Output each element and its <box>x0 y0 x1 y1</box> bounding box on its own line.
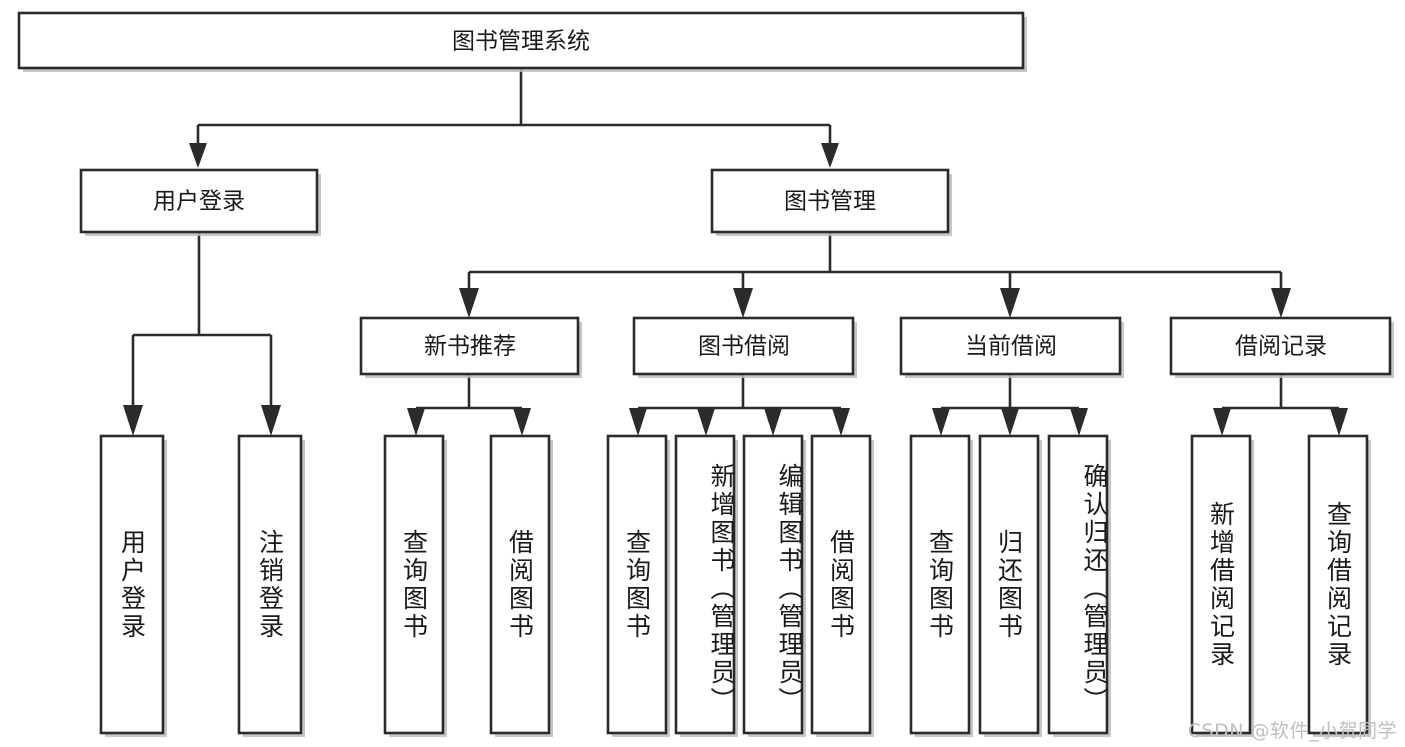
leaf-edit-book-box <box>742 434 804 735</box>
leaf-logout-login-box <box>237 434 303 735</box>
edge-layer <box>123 68 1348 436</box>
node-current-borrow[interactable]: 当前借阅 <box>899 316 1124 378</box>
book-management-label: 图书管理 <box>784 189 876 215</box>
arrow-bm-new-book-recommend <box>459 288 479 318</box>
leaf-user-login-box <box>99 434 165 735</box>
node-book-borrow[interactable]: 图书借阅 <box>632 316 857 378</box>
leaf-node-query-book-3[interactable] <box>909 434 973 737</box>
arrow-bm-borrow-record <box>1271 288 1291 318</box>
leaf-query-book-2-box <box>606 434 668 735</box>
borrow-record-box <box>1169 316 1392 376</box>
arrow-bm-book-borrow <box>733 288 753 318</box>
root-box <box>17 11 1025 70</box>
root-label: 图书管理系统 <box>452 29 590 55</box>
user-login-box <box>79 168 319 234</box>
arrow-nbr-leaf-1 <box>407 408 425 436</box>
leaf-node-borrow-book-2[interactable] <box>810 434 874 737</box>
leaf-node-query-record[interactable] <box>1307 434 1371 737</box>
arrow-bb-leaf-4 <box>832 408 850 436</box>
arrow-bm-current-borrow <box>1000 288 1020 318</box>
user-login-label: 用户登录 <box>153 189 245 215</box>
book-borrow-box <box>632 316 855 376</box>
arrow-user-login-leaf-1 <box>123 405 143 436</box>
node-layer: 图书管理系统 用户登录 图书管理 新书推荐 <box>17 11 1394 737</box>
arrow-br-leaf-1 <box>1213 408 1231 436</box>
new-book-recommend-box <box>359 316 580 376</box>
leaf-node-edit-book[interactable] <box>742 434 806 737</box>
leaf-node-query-book-1[interactable] <box>383 434 447 737</box>
leaf-confirm-return-box <box>1047 434 1109 735</box>
node-root[interactable]: 图书管理系统 <box>17 11 1027 72</box>
leaf-query-book-1-box <box>383 434 445 735</box>
arrow-root-to-book-management <box>821 143 839 168</box>
leaf-node-confirm-return[interactable] <box>1047 434 1111 737</box>
node-borrow-record[interactable]: 借阅记录 <box>1169 316 1394 378</box>
current-borrow-box <box>899 316 1122 376</box>
leaf-node-add-book[interactable] <box>674 434 738 737</box>
leaf-node-logout-login[interactable] <box>237 434 305 737</box>
book-borrow-label: 图书借阅 <box>698 334 790 360</box>
leaf-node-query-book-2[interactable] <box>606 434 670 737</box>
arrow-user-login-leaf-2 <box>261 405 281 436</box>
node-new-book-recommend[interactable]: 新书推荐 <box>359 316 582 378</box>
arrow-br-leaf-2 <box>1330 408 1348 436</box>
arrow-bb-leaf-1 <box>629 408 647 436</box>
arrow-root-to-user-login <box>189 143 207 168</box>
arrow-nbr-leaf-2 <box>513 408 531 436</box>
book-management-box <box>710 168 950 234</box>
arrow-bb-leaf-3 <box>764 408 782 436</box>
leaf-add-book-box <box>674 434 736 735</box>
leaf-node-return-book[interactable] <box>978 434 1042 737</box>
leaf-borrow-book-2-box <box>810 434 872 735</box>
leaf-query-record-box <box>1307 434 1369 735</box>
arrow-cb-leaf-1 <box>932 408 950 436</box>
leaf-add-record-box <box>1190 434 1252 735</box>
leaf-return-book-box <box>978 434 1040 735</box>
leaf-node-borrow-book-1[interactable] <box>489 434 553 737</box>
borrow-record-label: 借阅记录 <box>1235 334 1327 360</box>
node-book-management[interactable]: 图书管理 <box>710 168 952 236</box>
csdn-watermark: CSDN @软件_小贺同学 <box>1187 720 1397 742</box>
leaf-node-user-login[interactable] <box>99 434 167 737</box>
leaf-node-add-record[interactable] <box>1190 434 1254 737</box>
arrow-cb-leaf-3 <box>1070 408 1088 436</box>
leaf-borrow-book-1-box <box>489 434 551 735</box>
leaf-query-book-3-box <box>909 434 971 735</box>
arrow-cb-leaf-2 <box>1001 408 1019 436</box>
arrow-bb-leaf-2 <box>697 408 715 436</box>
current-borrow-label: 当前借阅 <box>965 334 1057 360</box>
new-book-recommend-label: 新书推荐 <box>424 334 516 360</box>
node-user-login[interactable]: 用户登录 <box>79 168 321 236</box>
